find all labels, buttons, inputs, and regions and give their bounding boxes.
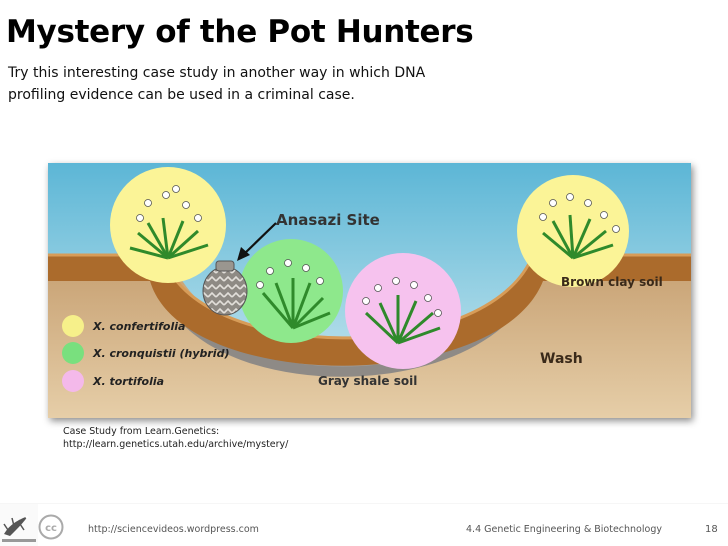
yellow-circle-left <box>110 167 226 283</box>
plant-cronquistii <box>261 278 331 330</box>
legend-label-tortifolia: X. tortifolia <box>92 375 164 388</box>
plant-legend: X. confertifolia X. cronquistii (hybrid)… <box>62 315 229 392</box>
footer-website-link[interactable]: http://sciencevideos.wordpress.com <box>88 524 259 535</box>
legend-swatch-confertifolia <box>62 315 84 337</box>
wash-label: Wash <box>540 351 583 367</box>
brown-clay-soil-label: Brown clay soil <box>561 275 663 289</box>
legend-swatch-cronquistii <box>62 342 84 364</box>
pot-hunters-diagram: Anasazi Site Brown clay soil Wash Gray s… <box>48 163 691 418</box>
plant-confertifolia-left <box>129 217 209 260</box>
anasazi-pot-icon <box>202 260 248 316</box>
svg-text:cc: cc <box>45 523 57 534</box>
slide-number: 18 <box>705 524 718 535</box>
anasazi-site-label: Anasazi Site <box>276 211 380 229</box>
page-subtitle: Try this interesting case study in anoth… <box>8 65 426 103</box>
creative-commons-icon: cc <box>38 514 64 540</box>
legend-swatch-tortifolia <box>62 370 84 392</box>
pink-circle <box>345 253 461 369</box>
legend-label-confertifolia: X. confertifolia <box>92 320 185 333</box>
legend-label-cronquistii: X. cronquistii (hybrid) <box>92 347 229 360</box>
gray-shale-soil-label: Gray shale soil <box>318 374 417 388</box>
plant-confertifolia-right <box>542 214 614 260</box>
footer-topic: 4.4 Genetic Engineering & Biotechnology <box>466 524 662 535</box>
lizard-logo-icon <box>0 504 38 546</box>
brown-clay-layer <box>48 255 691 366</box>
yellow-circle-right <box>517 175 629 287</box>
caption-link[interactable]: http://learn.genetics.utah.edu/archive/m… <box>63 439 289 450</box>
plant-tortifolia <box>364 295 441 345</box>
site-arrow-icon <box>237 222 277 261</box>
page-title: Mystery of the Pot Hunters <box>6 14 474 50</box>
figure-caption: Case Study from Learn.Genetics: http://l… <box>63 425 288 451</box>
caption-source: Case Study from Learn.Genetics: <box>63 426 220 437</box>
